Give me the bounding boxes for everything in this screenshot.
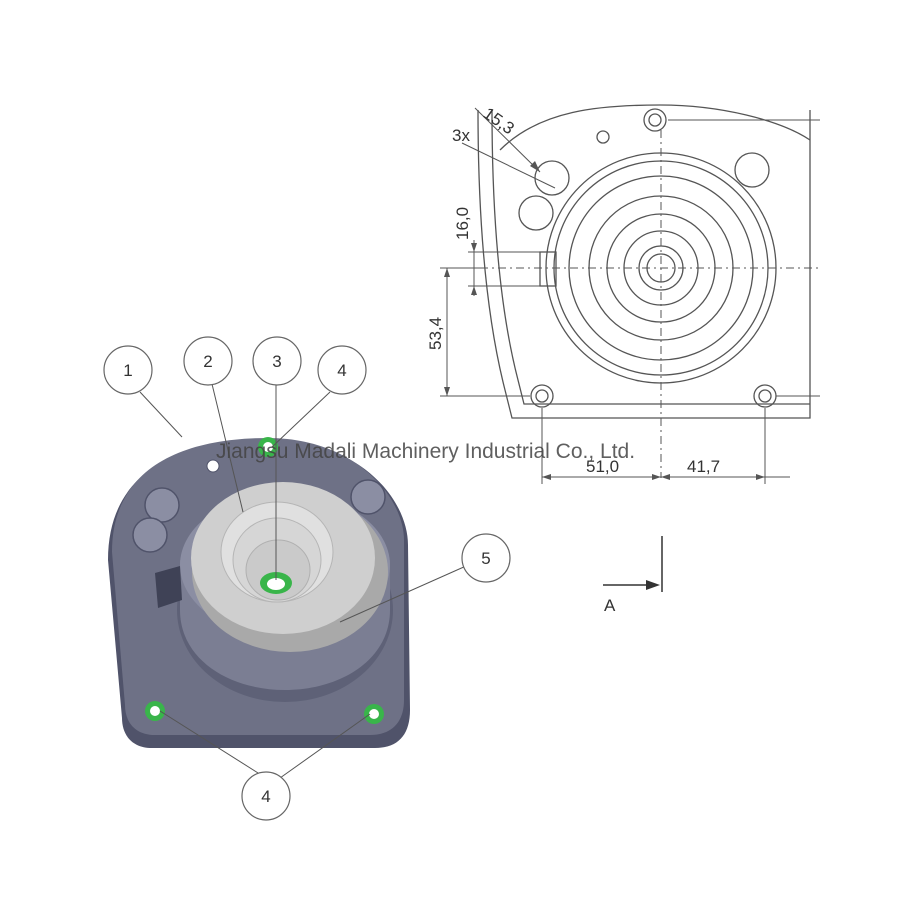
flange-hole-right bbox=[350, 479, 386, 515]
drawing-mount-left-outer bbox=[530, 384, 554, 408]
dim16-arrow-bottom bbox=[471, 286, 477, 295]
dim53-arrow-top bbox=[444, 268, 450, 277]
callout-leaders bbox=[139, 383, 467, 779]
dim-h-arrow-mid-r bbox=[661, 474, 670, 480]
leader-4-left bbox=[159, 710, 267, 779]
dim-h-arrow-right bbox=[756, 474, 765, 480]
callout-circle-4-top bbox=[317, 345, 367, 395]
leader-4-right bbox=[279, 713, 371, 779]
flange-hole-left-2 bbox=[132, 517, 168, 553]
drawing-mount-right-inner bbox=[758, 389, 772, 403]
callout-label-4-top: 4 bbox=[337, 361, 346, 380]
callout-bubbles bbox=[103, 336, 511, 821]
leader-5 bbox=[339, 565, 467, 623]
dim-diameter-leader-2 bbox=[474, 107, 541, 173]
technical-drawing bbox=[440, 104, 820, 484]
dim16-text: 16,0 bbox=[453, 207, 472, 240]
view-label: A bbox=[604, 596, 616, 615]
view-arrowhead bbox=[646, 580, 660, 590]
center-seal-hole bbox=[267, 578, 285, 590]
drawing-hole-right bbox=[734, 152, 770, 188]
callout-label-1: 1 bbox=[123, 361, 132, 380]
drawing-shoulder bbox=[499, 104, 811, 151]
drawing-pin-small bbox=[596, 130, 610, 144]
callout-label-2: 2 bbox=[203, 352, 212, 371]
flange-key-tab bbox=[155, 566, 182, 608]
flange-hole-left-1 bbox=[144, 487, 180, 523]
mount-hole-right bbox=[369, 709, 379, 719]
leader-4-top bbox=[271, 391, 331, 448]
drawing-hole-left-upper bbox=[534, 160, 570, 196]
dim41-text: 41,7 bbox=[687, 457, 720, 476]
dim16-arrow-top bbox=[471, 243, 477, 252]
callout-circle-4-bottom bbox=[241, 771, 291, 821]
drawing-inner-outline bbox=[491, 109, 810, 405]
drawing-key-tab bbox=[539, 251, 557, 287]
drawing-mount-top-outer bbox=[643, 108, 667, 132]
callout-label-3: 3 bbox=[272, 352, 281, 371]
dim53-arrow-bottom bbox=[444, 387, 450, 396]
flange-pin-hole bbox=[206, 459, 220, 473]
mount-hole-left bbox=[150, 706, 160, 716]
dim-h-arrow-mid-l bbox=[652, 474, 661, 480]
dim-diameter-arrow bbox=[530, 161, 540, 172]
mount-hole-top bbox=[263, 442, 273, 452]
leader-2 bbox=[211, 383, 244, 513]
callout-circle-3 bbox=[252, 336, 302, 386]
dim-h-arrow-left bbox=[542, 474, 551, 480]
callout-circle-5 bbox=[461, 533, 511, 583]
callout-circle-2 bbox=[183, 336, 233, 386]
drawing-outer-outline bbox=[477, 109, 811, 419]
drawing-mount-top-inner bbox=[648, 113, 662, 127]
callout-label-5: 5 bbox=[481, 549, 490, 568]
drawing-hole-left-lower bbox=[518, 195, 554, 231]
drawing-mount-left-inner bbox=[535, 389, 549, 403]
dim-count-text: 3x bbox=[452, 126, 470, 145]
dim-diameter-text: 15,3 bbox=[480, 104, 518, 139]
callout-label-4-bottom: 4 bbox=[261, 787, 270, 806]
part-render bbox=[108, 378, 410, 748]
dimension-arrows bbox=[444, 161, 765, 480]
company-watermark: Jiangsu Madali Machinery Industrial Co.,… bbox=[216, 440, 635, 463]
callout-circle-1 bbox=[103, 345, 153, 395]
dim-diameter-leader bbox=[461, 142, 556, 189]
dim51-text: 51,0 bbox=[586, 457, 619, 476]
leader-1 bbox=[139, 391, 183, 438]
dim53-text: 53,4 bbox=[426, 317, 445, 350]
